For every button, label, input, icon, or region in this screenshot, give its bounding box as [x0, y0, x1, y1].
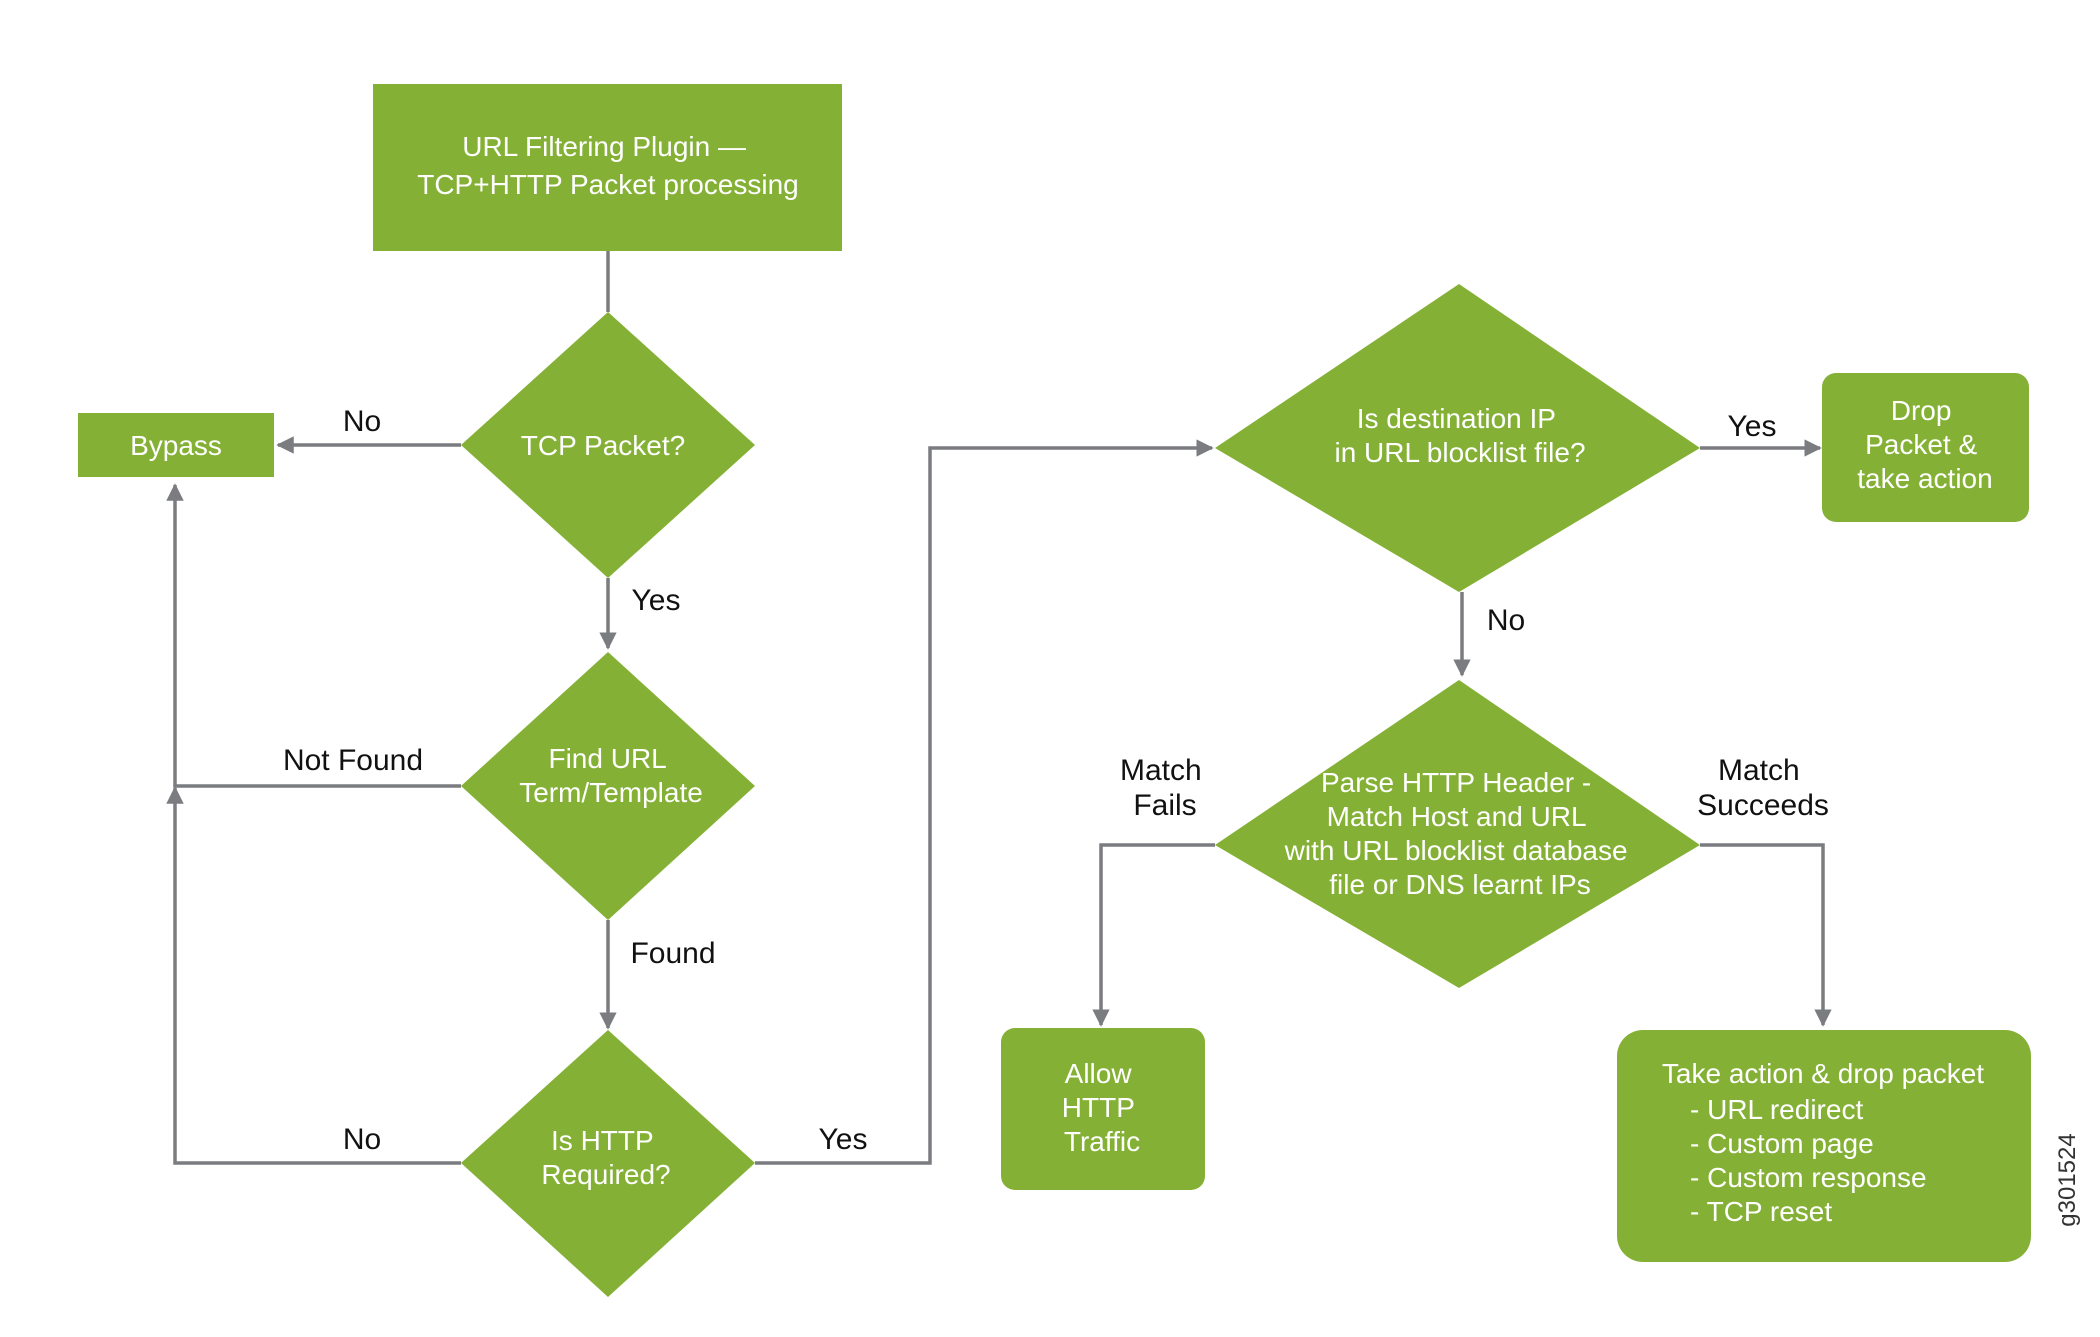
edge-match-succeeds: [1700, 843, 1832, 1027]
edge-find-url-not-found: [166, 483, 461, 788]
tcp-text: TCP Packet?: [521, 430, 685, 461]
start-line-1: URL Filtering Plugin —: [462, 131, 746, 162]
dest-ip-text: Is destination IP in URL blocklist file?: [1334, 403, 1585, 468]
parse-line-4: file or DNS learnt IPs: [1329, 869, 1590, 900]
label-dest-no: No: [1487, 604, 1525, 637]
bypass-box: [78, 413, 274, 477]
bypass-line-1: Bypass: [130, 430, 222, 461]
parse-line-3: with URL blocklist database: [1284, 835, 1628, 866]
figure-id: g301524: [2054, 1133, 2081, 1226]
label-tcp-yes: Yes: [632, 584, 681, 617]
bypass-text: Bypass: [130, 430, 222, 461]
take-action-box: [1617, 1030, 2031, 1262]
label-match-fails-line-1: Match: [1120, 754, 1202, 787]
edge-labels: No Yes Not Found Found No Yes Yes No Mat…: [283, 405, 1829, 1156]
find-url-diamond: [461, 652, 755, 920]
label-match-fails: Match Fails: [1120, 754, 1210, 822]
node-parse-decision: Parse HTTP Header - Match Host and URL w…: [1215, 680, 1700, 988]
drop-box: [1822, 373, 2029, 522]
drop-line-2: Packet &: [1865, 429, 1977, 460]
find-url-line-2: Term/Template: [519, 777, 703, 808]
start-text: URL Filtering Plugin — TCP+HTTP Packet p…: [417, 131, 799, 200]
allow-box: [1001, 1028, 1205, 1190]
label-dest-yes: Yes: [1728, 410, 1777, 443]
start-line-2: TCP+HTTP Packet processing: [417, 169, 799, 200]
edges: [166, 251, 1832, 1165]
node-start: URL Filtering Plugin — TCP+HTTP Packet p…: [373, 84, 842, 251]
edge-http-yes-to-dest: [755, 439, 1214, 1165]
tcp-line-1: TCP Packet?: [521, 430, 685, 461]
drop-line-3: take action: [1857, 463, 1992, 494]
dest-ip-line-2: in URL blocklist file?: [1334, 437, 1585, 468]
parse-line-1: Parse HTTP Header -: [1321, 767, 1591, 798]
label-not-found: Not Found: [283, 744, 423, 777]
start-box: [373, 84, 842, 251]
label-http-no: No: [343, 1123, 381, 1156]
node-bypass: Bypass: [78, 413, 274, 477]
tcp-diamond: [461, 312, 755, 578]
http-required-text: Is HTTP Required?: [541, 1125, 670, 1190]
label-match-succeeds-line-2: Succeeds: [1697, 789, 1829, 822]
node-find-url-decision: Find URL Term/Template: [461, 652, 755, 920]
dest-ip-line-1: Is destination IP: [1357, 403, 1556, 434]
node-take-action: Take action & drop packet - URL redirect…: [1617, 1030, 2031, 1262]
parse-diamond: [1215, 680, 1700, 988]
node-allow: Allow HTTP Traffic: [1001, 1028, 1205, 1190]
take-action-line-5: - TCP reset: [1690, 1196, 1832, 1227]
http-required-line-1: Is HTTP: [551, 1125, 653, 1156]
label-match-succeeds: Match Succeeds: [1697, 754, 1829, 822]
http-required-diamond: [461, 1030, 755, 1297]
edge-match-fails: [1092, 843, 1215, 1027]
node-http-required-decision: Is HTTP Required?: [461, 1030, 755, 1297]
label-match-succeeds-line-1: Match: [1718, 754, 1800, 787]
node-dest-ip-decision: Is destination IP in URL blocklist file?: [1215, 284, 1700, 592]
take-action-line-2: - URL redirect: [1690, 1094, 1863, 1125]
http-required-line-2: Required?: [541, 1159, 670, 1190]
node-drop: Drop Packet & take action: [1822, 373, 2029, 522]
allow-line-1: Allow: [1065, 1058, 1133, 1089]
label-http-yes: Yes: [819, 1123, 868, 1156]
drop-text: Drop Packet & take action: [1857, 395, 1992, 494]
take-action-list: - URL redirect - Custom page - Custom re…: [1690, 1094, 1934, 1227]
label-tcp-no: No: [343, 405, 381, 438]
parse-text: Parse HTTP Header - Match Host and URL w…: [1284, 767, 1636, 900]
label-match-fails-line-2: Fails: [1133, 789, 1196, 822]
dest-ip-diamond: [1215, 284, 1700, 592]
label-found: Found: [630, 937, 715, 970]
take-action-title: Take action & drop packet: [1662, 1058, 1984, 1089]
take-action-line-1: Take action & drop packet: [1662, 1058, 1984, 1089]
take-action-line-4: - Custom response: [1690, 1162, 1927, 1193]
parse-line-2: Match Host and URL: [1327, 801, 1586, 832]
edge-http-no: [166, 786, 461, 1165]
find-url-line-1: Find URL: [548, 743, 666, 774]
allow-text: Allow HTTP Traffic: [1062, 1058, 1142, 1157]
allow-line-3: Traffic: [1064, 1126, 1140, 1157]
find-url-text: Find URL Term/Template: [519, 743, 703, 808]
node-tcp-decision: TCP Packet?: [461, 312, 755, 578]
drop-line-1: Drop: [1891, 395, 1952, 426]
allow-line-2: HTTP: [1062, 1092, 1135, 1123]
take-action-line-3: - Custom page: [1690, 1128, 1874, 1159]
